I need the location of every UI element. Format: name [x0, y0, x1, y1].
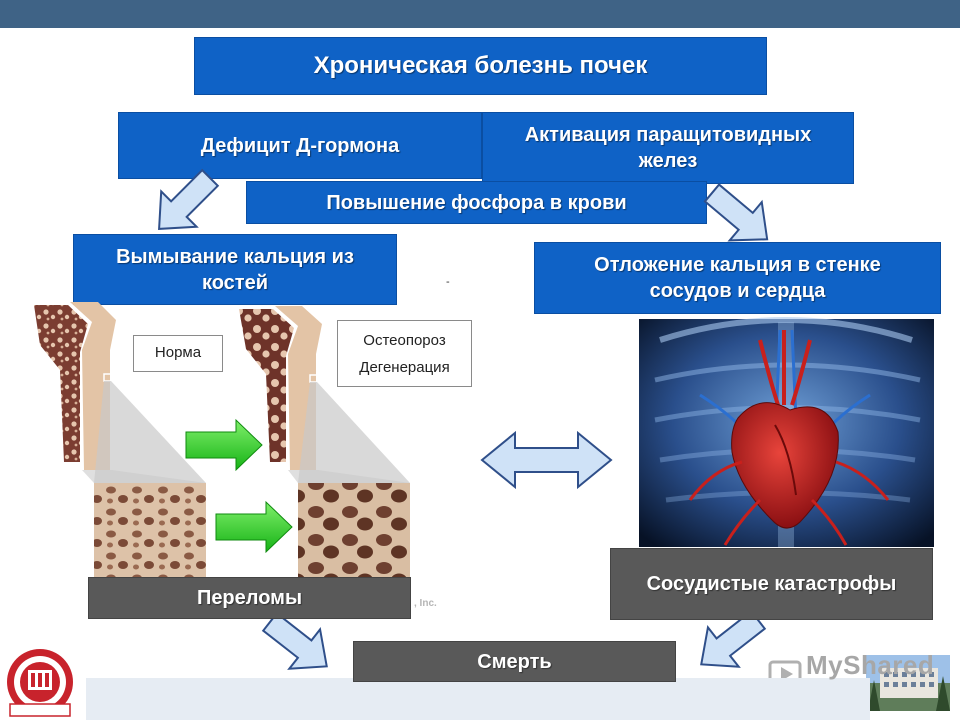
phosphorus-label: Повышение фосфора в крови: [326, 191, 627, 214]
calcium-wash-label: Вымывание кальция из костей: [116, 245, 354, 294]
green-arrow-lower-icon: [215, 500, 293, 554]
watermark: MyShared: [768, 650, 934, 681]
double-arrow-icon: [480, 430, 613, 490]
osteoporosis-label: Остеопороз: [363, 331, 446, 349]
deficit-label: Дефицит Д-гормона: [200, 134, 400, 157]
university-logo-icon: [7, 649, 73, 717]
footer-band: [86, 678, 870, 720]
bone-normal-icon: [30, 302, 206, 577]
watermark-text: MyShared: [806, 650, 935, 680]
arrow-deficit-to-calcium-icon: [158, 168, 220, 230]
fractures-label: Переломы: [196, 587, 303, 609]
stray-mark: -: [446, 276, 450, 288]
degeneration-label: Дегенерация: [359, 358, 450, 376]
vascular-label: Сосудистые катастрофы: [646, 573, 897, 595]
green-arrow-upper-icon: [185, 418, 263, 472]
calcium-wash-box: Вымывание кальция из костей: [73, 234, 397, 305]
activation-label: Активация паращитовидных желез: [524, 124, 812, 172]
page-title: Хроническая болезнь почек: [313, 52, 648, 80]
arrow-fractures-to-death-icon: [261, 611, 328, 670]
bone-osteoporosis-icon: [235, 306, 410, 577]
norm-label: Норма: [154, 344, 202, 362]
calcium-deposit-box: Отложение кальция в стенке сосудов и сер…: [534, 242, 941, 314]
calcium-deposit-label: Отложение кальция в стенке сосудов и сер…: [594, 254, 881, 302]
norm-label-box: Норма: [133, 335, 223, 372]
top-bar: [0, 0, 960, 28]
image-credit: , Inc.: [414, 598, 437, 609]
death-box: Смерть: [353, 641, 676, 682]
death-label: Смерть: [477, 650, 552, 673]
arrow-phosphorus-to-deposit-icon: [703, 183, 769, 242]
heart-anatomy-icon: [639, 317, 934, 547]
activation-box: Активация паращитовидных желез: [482, 112, 854, 184]
osteoporosis-label-box: Остеопороз Дегенерация: [337, 320, 472, 387]
phosphorus-box: Повышение фосфора в крови: [246, 181, 707, 224]
vascular-box: Сосудистые катастрофы: [610, 548, 933, 620]
deficit-box: Дефицит Д-гормона: [118, 112, 482, 179]
fractures-box: Переломы: [88, 577, 411, 619]
building-photo-icon: [866, 655, 950, 711]
title-box: Хроническая болезнь почек: [194, 37, 767, 95]
